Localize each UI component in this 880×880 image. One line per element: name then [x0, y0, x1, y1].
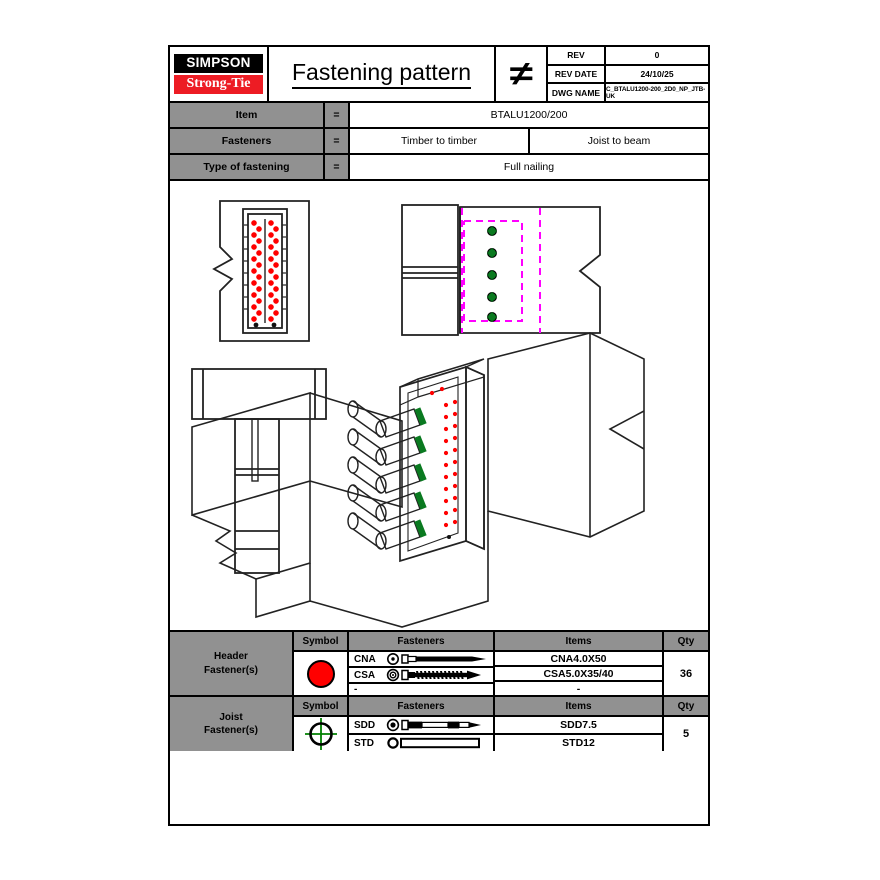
rev-date-value: 24/10/25 — [640, 69, 674, 79]
fastening-type-row: Type of fastening = Full nailing — [170, 155, 708, 181]
iso-view-bolt-symbols — [347, 400, 427, 550]
item-value: BTALU1200/200 — [490, 109, 568, 121]
fastener-code: CSA — [354, 669, 376, 681]
col-header-fasteners: Fasteners — [349, 697, 495, 715]
joist-fasteners-name: Joist Fastener(s) — [170, 697, 294, 751]
fastening-type-value: Full nailing — [503, 161, 555, 173]
side-view-bolt-symbols — [487, 226, 497, 322]
fastening-type-equals: = — [325, 155, 350, 179]
std-dowel-icon — [387, 737, 480, 749]
fasteners-row: Fasteners = Timber to timber Joist to be… — [170, 129, 708, 155]
col-header-qty: Qty — [677, 635, 695, 647]
brand-mark-cell: ≠ — [496, 47, 548, 101]
fastener-code: - — [354, 684, 358, 695]
col-header-fasteners: Fasteners — [349, 632, 495, 650]
revision-date-row: REV DATE 24/10/25 — [548, 65, 708, 85]
red-circle-icon — [306, 659, 335, 688]
header-fasteners-legend: Header Fastener(s) Symbol Fasteners Item… — [170, 632, 708, 697]
drawing-sheet: SIMPSON Strong-Tie Fastening pattern ≠ R… — [168, 45, 710, 826]
item-code: CNA4.0X50 — [495, 652, 662, 667]
col-header-symbol: Symbol — [294, 697, 349, 715]
crosshair-circle-icon — [304, 718, 337, 750]
page-title: Fastening pattern — [291, 59, 471, 89]
iso-view-black-markers — [447, 535, 451, 539]
item-code: CSA5.0X35/40 — [495, 667, 662, 682]
logo-strongtie-text: Strong-Tie — [174, 74, 263, 94]
fastener-row: CSA — [349, 668, 493, 684]
fastener-row: CNA — [349, 652, 493, 668]
header-fasteners-name-line1: Header — [214, 651, 248, 662]
side-section-view — [401, 204, 601, 336]
fastening-type-label: Type of fastening — [170, 155, 325, 179]
smooth-nail-icon — [387, 653, 486, 665]
not-equal-icon: ≠ — [509, 55, 533, 93]
front-view-black-markers — [253, 322, 277, 328]
joist-item-codes: SDD7.5 STD12 — [495, 717, 664, 751]
col-header-symbol: Symbol — [294, 632, 349, 650]
item-code: STD12 — [562, 737, 595, 749]
joist-fasteners-legend: Joist Fastener(s) Symbol Fasteners Items… — [170, 697, 708, 751]
revision-row: REV 0 — [548, 47, 708, 66]
item-code: - — [576, 682, 581, 695]
joist-fasteners-name-line1: Joist — [219, 711, 243, 723]
item-equals: = — [325, 103, 350, 127]
header-legend-head: Symbol Fasteners Items Qty — [294, 632, 708, 652]
fastener-code: STD — [354, 737, 374, 749]
rev-value: 0 — [654, 50, 660, 61]
dwg-name-label: DWG NAME — [548, 84, 606, 102]
simpson-strong-tie-logo: SIMPSON Strong-Tie — [170, 47, 269, 101]
fastening-zone-boundary — [461, 208, 541, 333]
drawing-canvas — [170, 181, 708, 632]
fastener-row: - — [349, 684, 493, 695]
fastener-code: CNA — [354, 653, 376, 665]
dwg-name-row: DWG NAME C_BTALU1200-200_2D0_NP_JTB-UK — [548, 84, 708, 102]
fasteners-value-timber: Timber to timber — [350, 129, 530, 153]
fastener-row: SDD — [349, 717, 493, 735]
joist-legend-head: Symbol Fasteners Items Qty — [294, 697, 708, 717]
isometric-3d-view — [191, 332, 645, 628]
col-header-items: Items — [495, 632, 664, 650]
fasteners-equals: = — [325, 129, 350, 153]
sheet-title-cell: Fastening pattern — [269, 47, 496, 101]
item-row: Item = BTALU1200/200 — [170, 103, 708, 129]
threaded-screw-icon — [386, 668, 481, 682]
fastener-code: SDD — [354, 719, 376, 731]
header-fasteners-name-line2: Fastener(s) — [204, 664, 258, 676]
item-label: Item — [170, 103, 325, 127]
col-header-items: Items — [495, 697, 664, 715]
sdd-screw-icon — [386, 718, 481, 732]
dwg-name-value: C_BTALU1200-200_2D0_NP_JTB-UK — [606, 85, 706, 100]
fastener-row: STD — [349, 735, 493, 751]
joist-fastener-codes: SDD STD — [349, 717, 495, 751]
header-fastener-codes: CNA CSA — [349, 652, 495, 695]
item-code: SDD7.5 — [495, 717, 662, 735]
plan-top-view — [191, 368, 327, 574]
revision-grid: REV 0 REV DATE 24/10/25 DWG NAME C_BTALU… — [548, 47, 708, 102]
header-item-codes: CNA4.0X50 CSA5.0X35/40 - — [495, 652, 664, 695]
front-view-nail-pattern — [251, 220, 279, 322]
fasteners-value-joist: Joist to beam — [587, 135, 651, 147]
header-qty-value: 36 — [679, 667, 693, 680]
joist-qty-value: 5 — [682, 728, 690, 740]
logo-simpson-text: SIMPSON — [174, 54, 263, 73]
fasteners-label: Fasteners — [170, 129, 325, 153]
header-fasteners-name: Header Fastener(s) — [170, 632, 294, 695]
col-header-qty: Qty — [677, 700, 695, 712]
front-elevation-view — [212, 200, 310, 342]
header-symbol-cell — [294, 652, 349, 695]
joist-symbol-cell — [294, 717, 349, 751]
title-block: SIMPSON Strong-Tie Fastening pattern ≠ R… — [170, 47, 708, 103]
joist-fasteners-name-line2: Fastener(s) — [204, 725, 258, 736]
technical-drawings — [191, 200, 645, 628]
rev-date-label: REV DATE — [548, 65, 606, 83]
iso-view-nail-pattern — [429, 386, 458, 528]
rev-label: REV — [548, 47, 606, 64]
